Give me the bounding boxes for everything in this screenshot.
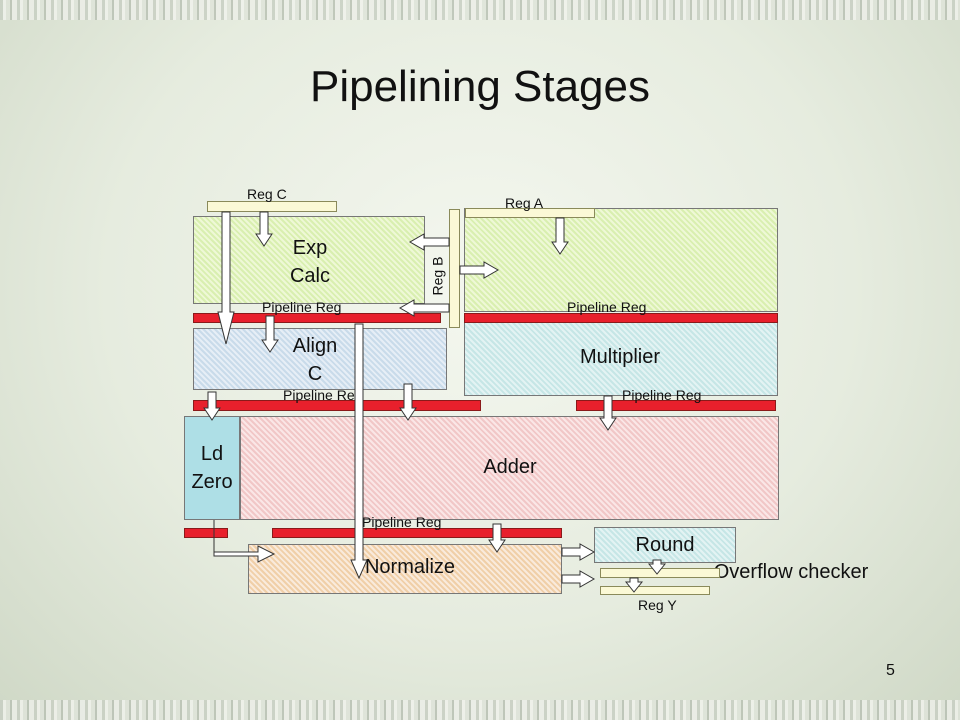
arrow-reg-c-to-exp (255, 211, 273, 247)
top-decor-strip (0, 0, 960, 20)
arrow-reg-a-down (551, 217, 569, 255)
adder-label: Adder (483, 456, 537, 478)
arrow-normalize-to-overflow (561, 570, 596, 588)
page-number: 5 (886, 662, 895, 679)
normalize-label: Normalize (364, 556, 456, 578)
multiplier-label: Multiplier (579, 346, 661, 368)
align-c-box (193, 328, 447, 390)
pipeline-reg-3-right (272, 528, 562, 538)
adder-box (240, 416, 779, 520)
pipeline-reg-2-left (193, 400, 481, 411)
pipeline-reg-3-left (184, 528, 228, 538)
reg-y-label: Reg Y (638, 597, 677, 613)
reg-a-label: Reg A (505, 195, 544, 211)
arrow-mult-to-adder (599, 395, 617, 431)
reg-y-register (600, 586, 710, 595)
pipeline-reg-2-right (576, 400, 776, 411)
arrow-pipe-to-regb (398, 299, 450, 317)
slide-title: Pipelining Stages (309, 62, 650, 111)
pipeline-reg-label-1a: Pipeline Reg (262, 299, 342, 315)
multiplier-upper-box (464, 208, 778, 312)
reg-c-register (207, 201, 337, 212)
arrow-align-down-right (399, 383, 417, 421)
pipeline-reg-label-2b: Pipeline Reg (622, 387, 702, 403)
arrow-reg-c-to-align (217, 211, 235, 345)
multiplier-box (464, 322, 778, 396)
arrow-reg-b-to-exp (408, 233, 450, 251)
reg-a-register (465, 208, 595, 218)
ld-zero-label: Ld Zero (191, 443, 233, 493)
normalize-box (248, 544, 562, 594)
pipeline-reg-label-1b: Pipeline Reg (567, 299, 647, 315)
pipeline-reg-1-left (193, 313, 441, 323)
pipeline-reg-label-2a: Pipeline Reg (283, 387, 363, 403)
round-box (594, 527, 736, 563)
arrow-adder-to-normalize (488, 523, 506, 553)
reg-c-label: Reg C (247, 186, 287, 202)
bottom-decor-strip (0, 700, 960, 720)
overflow-checker-label: Overflow checker (713, 561, 869, 583)
arrow-to-reg-y (624, 577, 644, 593)
arrow-normalize-to-round (561, 543, 596, 561)
exp-calc-box (193, 216, 425, 304)
arrow-ldzero-to-normalize (213, 520, 276, 563)
arrow-exp-to-align (261, 315, 279, 353)
arrow-reg-b-to-mult (459, 261, 500, 279)
ld-zero-box (184, 416, 240, 520)
pipeline-reg-1-right (464, 313, 778, 323)
exp-calc-label: Exp Calc (289, 237, 330, 287)
round-label: Round (635, 534, 695, 556)
arrow-round-down (647, 559, 667, 575)
arrow-long-to-normalize (350, 323, 368, 580)
pipeline-reg-label-3: Pipeline Reg (362, 514, 442, 530)
arrow-align-down-left (203, 391, 221, 421)
align-c-label: Align C (292, 335, 338, 385)
